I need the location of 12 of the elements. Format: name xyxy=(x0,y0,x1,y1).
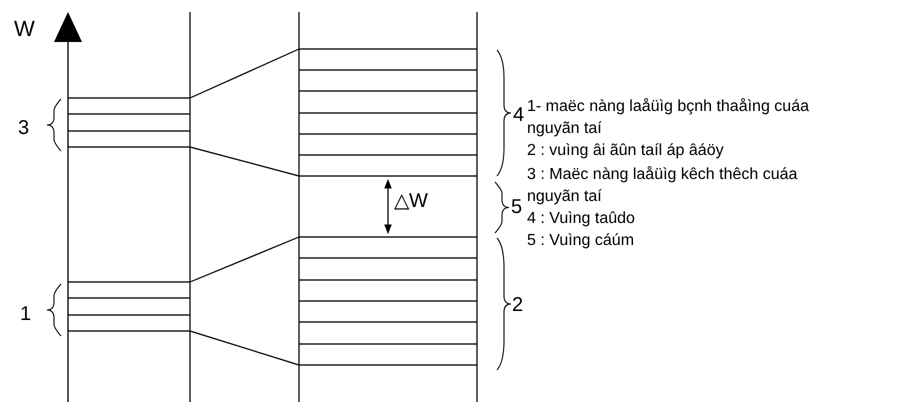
callout-number: 3 xyxy=(18,118,30,138)
callout-number: 5 xyxy=(511,197,522,217)
callout-number: 4 xyxy=(513,105,524,125)
callout-number: 1 xyxy=(20,304,32,324)
legend-note: 4 : Vuìng taûdo xyxy=(527,209,636,229)
legend-note: 2 : vuìng âi ãûn taíl áp âáöy xyxy=(527,141,725,161)
dimension-label: △W xyxy=(394,191,428,211)
axis-label: W xyxy=(14,18,35,40)
callout-number: 2 xyxy=(512,295,524,315)
legend-note: 5 : Vuìng cáúm xyxy=(527,231,636,251)
legend-note: 3 : Maëc nàng laåüìg kêch thêch cuáa nguyãn taí xyxy=(527,165,798,207)
legend-note: 1- maëc nàng laåüìg bçnh thaåìng cuáa nguyãn taí xyxy=(527,97,810,139)
